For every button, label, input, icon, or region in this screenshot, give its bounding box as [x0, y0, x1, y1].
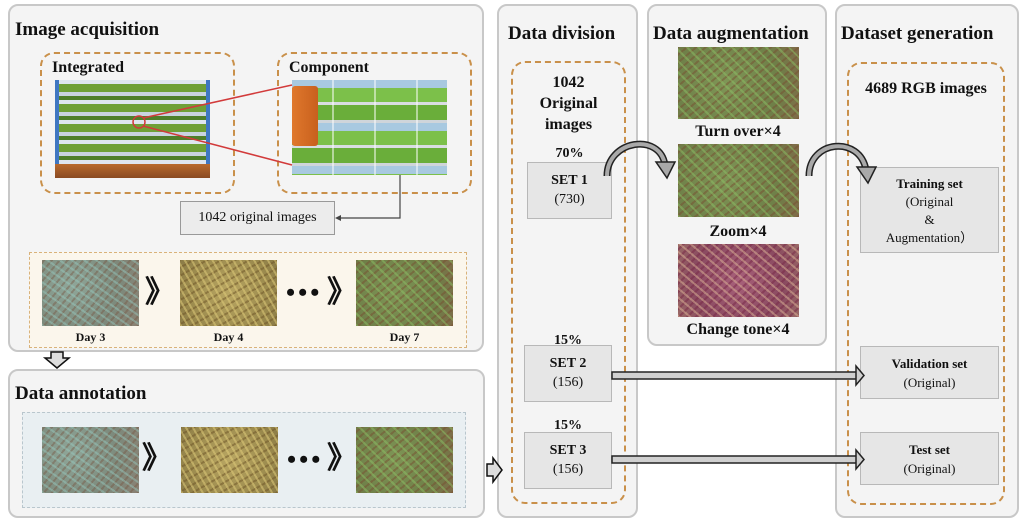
set3-percent: 15% — [554, 418, 582, 433]
set2-percent: 15% — [554, 333, 582, 348]
annotated-day7-image — [356, 427, 453, 493]
arrow-set2-to-validation — [611, 363, 865, 388]
set1-box: SET 1 (730) — [527, 162, 612, 219]
down-arrow-icon — [42, 351, 72, 369]
set3-box: SET 3 (156) — [524, 432, 612, 489]
chevron-right-icon: 》 — [327, 276, 357, 309]
total-count-number: 1042 — [552, 74, 585, 91]
set2-count: (156) — [552, 375, 584, 390]
change-tone-image — [678, 244, 799, 317]
arrow-set3-to-test — [611, 447, 865, 472]
day4-label: Day 4 — [213, 330, 244, 344]
ellipsis-icon: ••• — [286, 278, 323, 307]
component-label: Component — [289, 59, 370, 76]
set2-box: SET 2 (156) — [524, 345, 612, 402]
training-set-name: Training set — [896, 176, 963, 191]
zoom-image — [678, 144, 799, 217]
dataset-generation-title: Dataset generation — [841, 23, 994, 44]
turn-over-image — [678, 47, 799, 119]
test-set-box: Test set (Original) — [860, 432, 999, 485]
day7-label: Day 7 — [389, 330, 420, 344]
turn-over-label: Turn over×4 — [695, 123, 781, 140]
day7-image — [356, 260, 453, 326]
original-images-box: 1042 original images — [180, 201, 335, 235]
chevron-right-icon: 》 — [142, 442, 172, 475]
chevron-right-icon: 》 — [145, 276, 175, 309]
annotated-day4-image — [181, 427, 278, 493]
component-image — [292, 80, 447, 175]
total-count-line3: images — [544, 116, 593, 133]
data-augmentation-title: Data augmentation — [653, 23, 809, 44]
original-images-label: 1042 original images — [198, 210, 317, 225]
day4-image — [180, 260, 277, 326]
total-count-line2: Original — [539, 95, 598, 112]
test-set-name: Test set — [908, 442, 951, 457]
rgb-images-total: 4689 RGB images — [865, 80, 987, 97]
integrated-group — [40, 52, 235, 194]
chevron-right-icon: 》 — [327, 442, 357, 475]
zoom-label: Zoom×4 — [709, 223, 767, 240]
total-original-count: 1042 Original images — [511, 72, 626, 135]
validation-set-box: Validation set (Original) — [860, 346, 999, 399]
set1-name: SET 1 — [551, 173, 588, 188]
data-annotation-title: Data annotation — [15, 383, 147, 404]
training-set-box: Training set (Original & Augmentation） — [860, 167, 999, 253]
original-images-group — [511, 61, 626, 504]
test-set-line2: (Original) — [903, 461, 956, 476]
change-tone-label: Change tone×4 — [686, 321, 790, 338]
validation-set-name: Validation set — [891, 356, 968, 371]
set1-percent: 70% — [555, 146, 584, 161]
set1-count: (730) — [554, 192, 585, 207]
image-acquisition-title: Image acquisition — [15, 19, 160, 40]
data-division-title: Data division — [508, 23, 616, 44]
training-set-line2: (Original — [905, 194, 954, 209]
annotated-day3-image — [42, 427, 139, 493]
rgb-images-group — [847, 62, 1005, 505]
set3-count: (156) — [552, 462, 584, 477]
set2-name: SET 2 — [549, 356, 587, 371]
training-set-line3: & — [924, 212, 935, 227]
ellipsis-icon: ••• — [287, 445, 324, 474]
integrated-rack-image — [55, 80, 210, 178]
day3-label: Day 3 — [75, 330, 106, 344]
validation-set-line2: (Original) — [903, 375, 956, 390]
day3-image — [42, 260, 139, 326]
training-set-line4: Augmentation） — [885, 230, 974, 245]
set3-name: SET 3 — [549, 443, 587, 458]
integrated-label: Integrated — [52, 59, 124, 76]
